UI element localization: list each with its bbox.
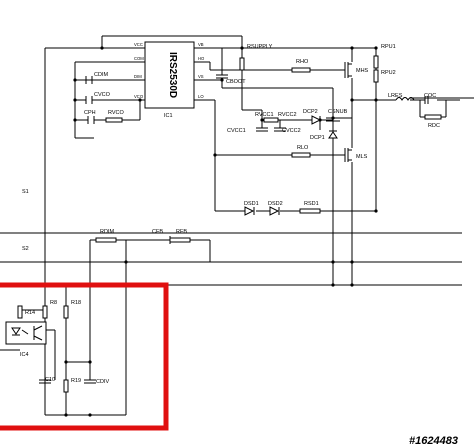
label-cdiv: CDIV (96, 379, 109, 385)
label-rdc: RDC (428, 123, 440, 129)
ic1-ref: IC1 (164, 113, 173, 119)
label-cvcc1: CVCC1 (227, 128, 246, 134)
ic1-pin-vcc: VCC (134, 42, 143, 47)
mosfet-mls (344, 148, 352, 162)
label-cvcc2: CVCC2 (282, 128, 301, 134)
highlight-frame (0, 282, 169, 431)
wires (0, 35, 474, 416)
label-rho: RHO (296, 59, 309, 65)
label-rvco: RVCO (108, 110, 125, 116)
label-cfb: CFB (152, 229, 163, 235)
label-rsupply: RSUPPLY (247, 44, 273, 50)
ic1-pin-ho: HO (198, 56, 205, 61)
ic1-pin-vb: VB (198, 42, 204, 47)
label-csnub: CSNUB (328, 109, 348, 115)
label-net-s1: S1 (22, 189, 29, 195)
ic1-part-number: IRS2530D (167, 52, 178, 98)
label-lres: LRES (388, 93, 403, 99)
component-labels: RSUPPLY CBOOT RHO MHS RPU1 RPU2 CDIM CVC… (20, 44, 440, 385)
ic1-pin-com: COM (134, 56, 144, 61)
label-ic4: IC4 (20, 352, 29, 358)
label-dsd2: DSD2 (268, 201, 283, 207)
diodes (244, 115, 338, 216)
label-r19: R19 (71, 378, 81, 384)
label-rvcc1: RVCC1 (255, 112, 274, 118)
label-rpu1: RPU1 (381, 44, 396, 50)
label-cdim: CDIM (94, 72, 108, 78)
ic1-pin-lo: LO (198, 94, 204, 99)
label-r14: R14 (25, 310, 35, 316)
label-dcp2: DCP2 (303, 109, 318, 115)
ic1-pin-dim: DIM (134, 74, 142, 79)
label-rsd1: RSD1 (304, 201, 319, 207)
label-r18: R18 (71, 300, 81, 306)
ic1-pin-vs: VS (198, 74, 204, 79)
ic1-chip: IRS2530D VCC COM DIM VCO VB HO VS LO IC1 (134, 41, 205, 119)
label-c10: C10 (45, 377, 55, 383)
label-rfb: RFB (176, 229, 187, 235)
capacitors (39, 74, 429, 384)
label-r8: R8 (50, 300, 57, 306)
label-coc: COC (424, 93, 436, 99)
watermark: #1624483 (409, 435, 458, 447)
inductor-lres (395, 97, 415, 101)
label-cph: CPH (84, 110, 96, 116)
label-dsd1: DSD1 (244, 201, 259, 207)
label-cboot: CBOOT (226, 79, 246, 85)
optocoupler-ic4 (5, 321, 47, 345)
junction-dots (43, 46, 378, 417)
label-rpu2: RPU2 (381, 70, 396, 76)
label-dcp1: DCP1 (310, 135, 325, 141)
label-cvco: CVCO (94, 92, 111, 98)
label-rvcc2: RVCC2 (278, 112, 297, 118)
ic1-pin-vco: VCO (134, 94, 144, 99)
label-rdim: RDIM (100, 229, 114, 235)
resistors (17, 55, 442, 393)
label-mls: MLS (356, 154, 368, 160)
label-net-s2: S2 (22, 246, 29, 252)
label-rlo: RLO (297, 145, 309, 151)
mosfet-mhs (344, 62, 352, 78)
label-mhs: MHS (356, 68, 369, 74)
